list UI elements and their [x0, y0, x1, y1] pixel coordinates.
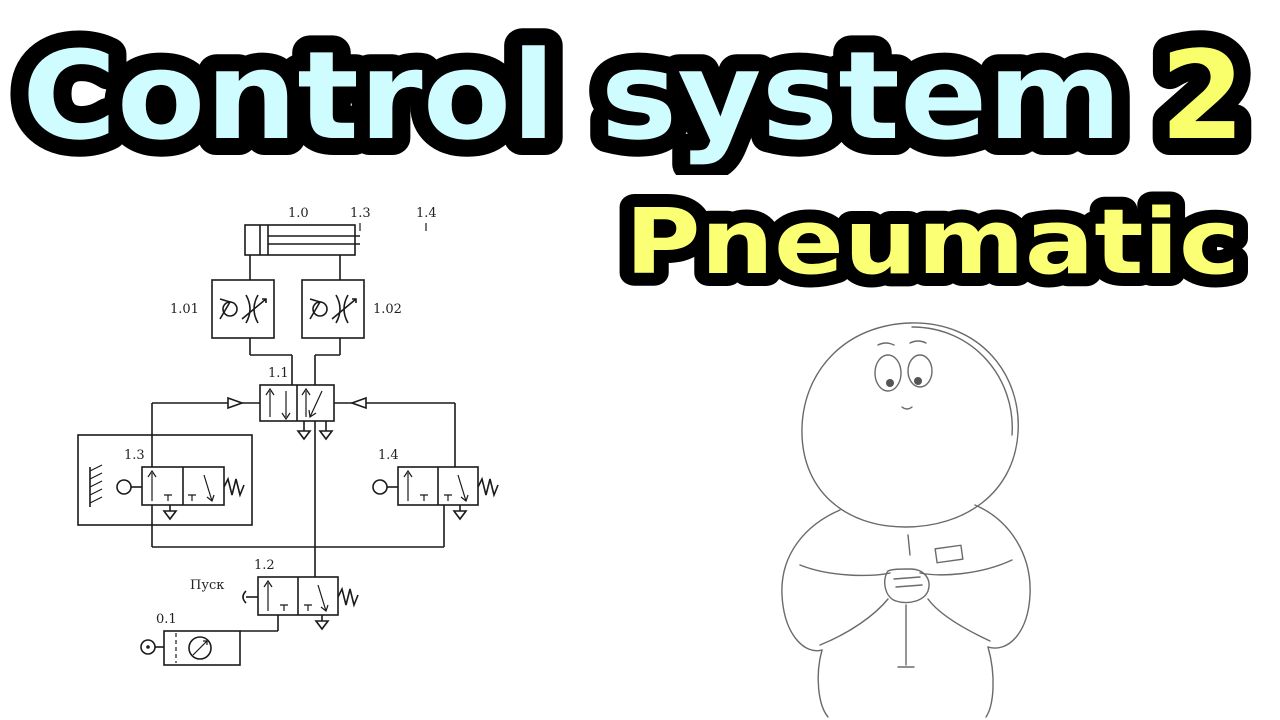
- label-main-valve: 1.1: [268, 366, 289, 381]
- main-valve-1-1: [227, 384, 367, 441]
- flow-control-1-02: [301, 279, 365, 339]
- valve-1-4: [372, 466, 499, 521]
- label-cylinder: 1.0: [288, 206, 309, 221]
- label-valve-left: 1.3: [124, 448, 145, 463]
- label-limit-b: 1.4: [416, 206, 437, 221]
- title-main-text: Control system: [22, 25, 1122, 167]
- character-illustration: [781, 322, 1031, 718]
- left-eye: [874, 354, 902, 392]
- title-number-text: 2: [1160, 25, 1245, 167]
- label-supply: 0.1: [156, 612, 177, 627]
- label-flow-left: 1.01: [170, 302, 199, 317]
- valve-1-3: [89, 464, 245, 521]
- title-banner: Control system Control system 2 2: [5, 8, 1262, 175]
- cylinder-1-0: [244, 223, 427, 256]
- start-valve-1-2: [242, 576, 359, 631]
- right-eye: [907, 354, 933, 388]
- subtitle-text: Pneumatic: [625, 190, 1240, 295]
- label-start-valve: 1.2: [254, 558, 275, 573]
- valve-1-3-enclosure: [77, 434, 253, 526]
- title-main-outline: Control system: [22, 25, 1122, 167]
- supply-unit-0-1: [140, 630, 241, 666]
- label-limit-a: 1.3: [350, 206, 371, 221]
- title-number-outline: 2: [1160, 25, 1245, 167]
- character-body: [781, 322, 1031, 718]
- subtitle-outline: Pneumatic: [625, 190, 1240, 295]
- pneumatic-diagram: 1.0 1.3 1.4 1.01 1.02: [77, 206, 499, 666]
- label-valve-right: 1.4: [378, 448, 399, 463]
- subtitle-banner: Pneumatic Pneumatic: [612, 185, 1253, 295]
- flow-control-1-01: [211, 279, 275, 339]
- label-start: Пуск: [190, 578, 224, 593]
- label-flow-right: 1.02: [373, 302, 402, 317]
- name-badge: [934, 544, 964, 564]
